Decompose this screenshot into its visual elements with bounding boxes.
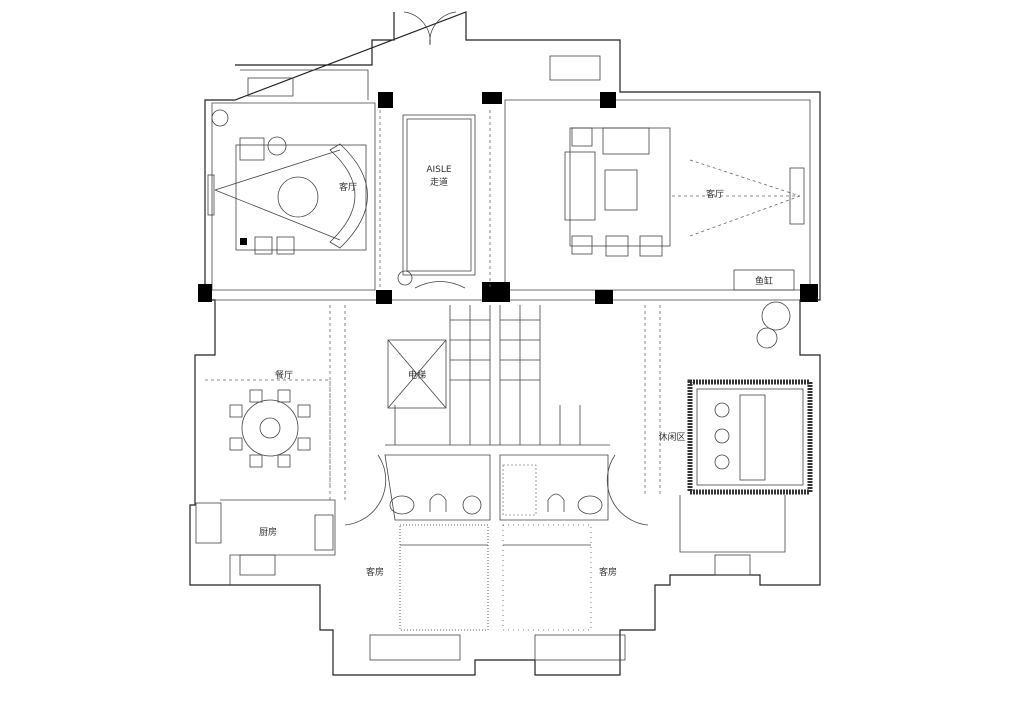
kitchen-label: 厨房 — [259, 526, 277, 538]
entrance-double-door — [403, 11, 457, 46]
lower-right-room — [679, 495, 786, 576]
aisle-label-cn: 走道 — [430, 176, 448, 188]
aisle-label-en: AISLE — [426, 165, 452, 175]
living-room-left: 客厅 — [207, 77, 368, 255]
living-room-right-label: 客厅 — [706, 188, 724, 200]
stairwell: 电梯 — [385, 305, 610, 446]
bathrooms — [344, 454, 649, 526]
guest-rooms: 客房 客房 — [366, 524, 626, 661]
elevator-label: 电梯 — [408, 369, 426, 381]
living-room-left-label: 客厅 — [339, 181, 357, 193]
aisle-area: AISLE 走道 — [379, 110, 491, 290]
structural-columns — [198, 92, 818, 304]
guest-room-right-label: 客房 — [599, 566, 617, 578]
leisure-area: 休闲区 — [644, 305, 813, 495]
dining-room: 餐厅 — [205, 305, 346, 500]
plant-icons — [397, 270, 791, 349]
living-room-right: 客厅 鱼缸 — [549, 55, 805, 291]
kitchen: 厨房 — [195, 499, 336, 585]
dining-room-label: 餐厅 — [275, 369, 293, 381]
guest-room-left-label: 客房 — [366, 566, 384, 578]
exterior-walls — [189, 11, 821, 676]
fish-tank-label: 鱼缸 — [755, 275, 773, 287]
leisure-area-label: 休闲区 — [658, 431, 685, 443]
